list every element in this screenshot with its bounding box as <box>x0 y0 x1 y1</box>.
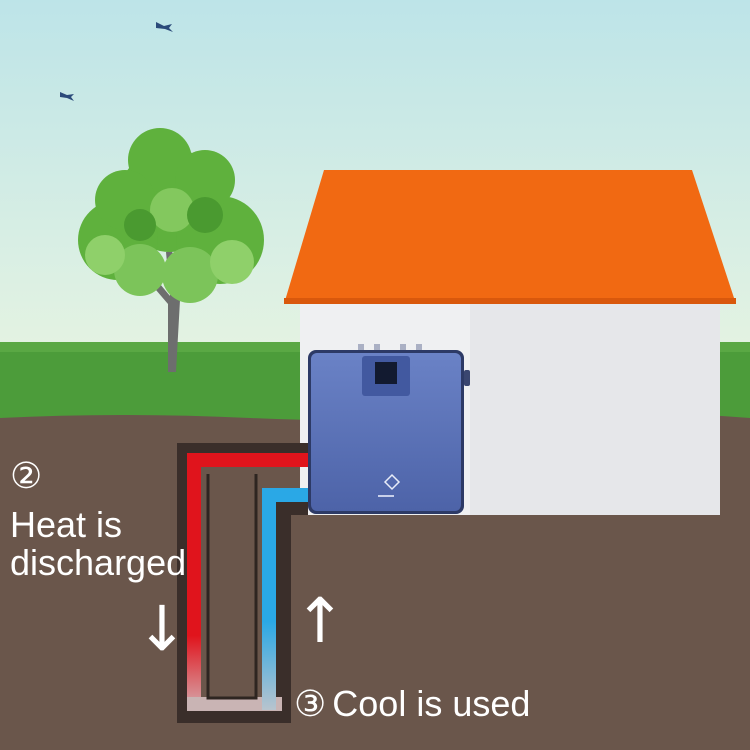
heat-discharged-text: Heat is discharged <box>10 504 187 583</box>
heat-discharged-label: Heat is discharged <box>10 506 240 582</box>
pipe-bottom <box>187 697 282 711</box>
house-wall-shade <box>470 300 720 515</box>
cool-step-number: ③ <box>294 683 327 724</box>
hot-pipe-horizontal <box>194 453 308 467</box>
unit-logo-icon <box>383 473 401 491</box>
bird-icon <box>60 92 74 101</box>
cool-used-text: Cool is used <box>332 683 531 724</box>
cold-pipe-vertical <box>262 488 276 710</box>
house-roof-shade <box>284 298 736 304</box>
arrow-down-icon: ↓ <box>136 592 188 665</box>
house-roof <box>284 170 736 304</box>
bird-icon <box>156 22 173 32</box>
cold-pipe-horizontal <box>262 488 308 502</box>
pipe-inner-outline <box>206 474 258 700</box>
heat-step-number: ② <box>10 455 43 496</box>
heat-pump-unit <box>308 344 470 514</box>
pipe-inner-gap <box>208 474 256 698</box>
arrow-up-icon: ↑ <box>294 584 346 657</box>
hot-pipe-outline <box>177 443 308 723</box>
tree <box>78 128 264 372</box>
